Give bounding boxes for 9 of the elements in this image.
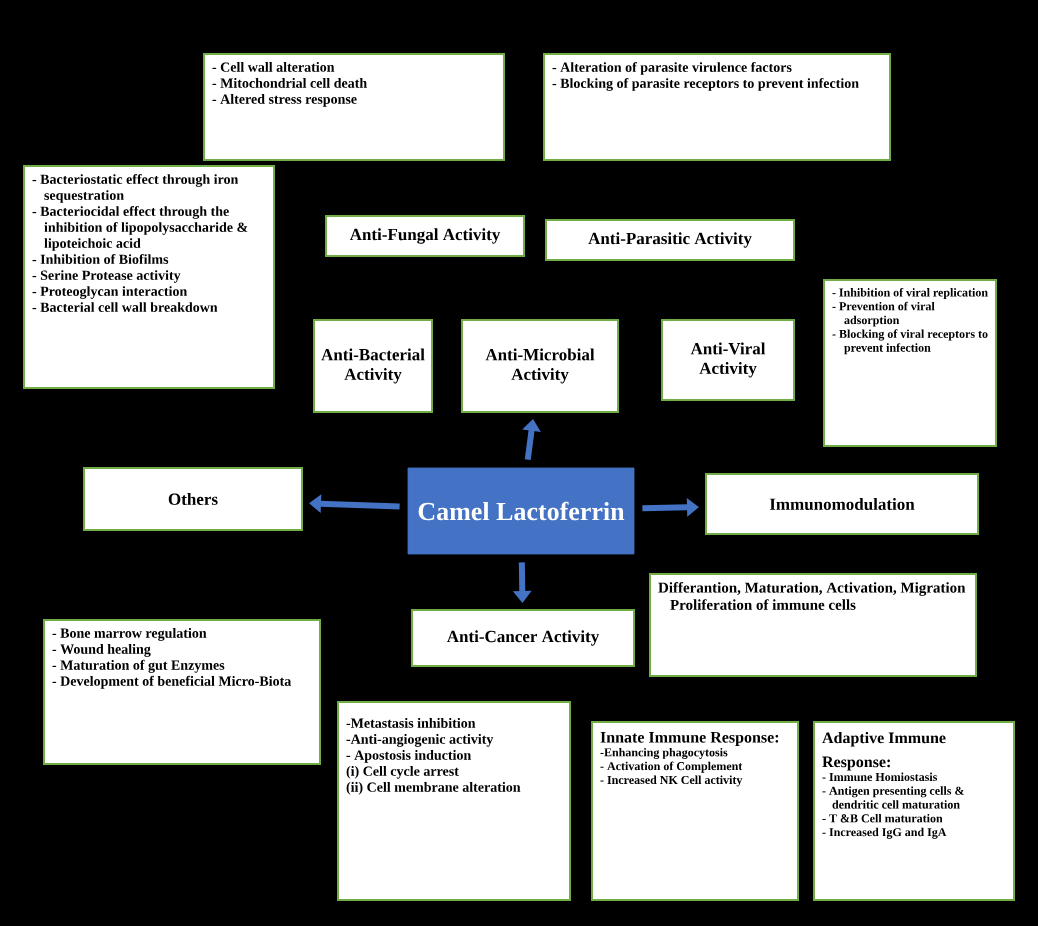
activity-box: Others [83, 467, 303, 531]
activity-box: Anti-Parasitic Activity [545, 219, 795, 261]
activity-box: Anti-Microbial Activity [461, 319, 619, 413]
activity-box: Immunomodulation [705, 473, 979, 535]
center-box: Camel Lactoferrin [407, 467, 635, 555]
activity-box: Anti-Fungal Activity [325, 215, 525, 257]
activity-box: Anti-Cancer Activity [411, 609, 635, 667]
activity-box: Anti-Viral Activity [661, 319, 795, 401]
activity-box: Anti-Bacterial Activity [313, 319, 433, 413]
